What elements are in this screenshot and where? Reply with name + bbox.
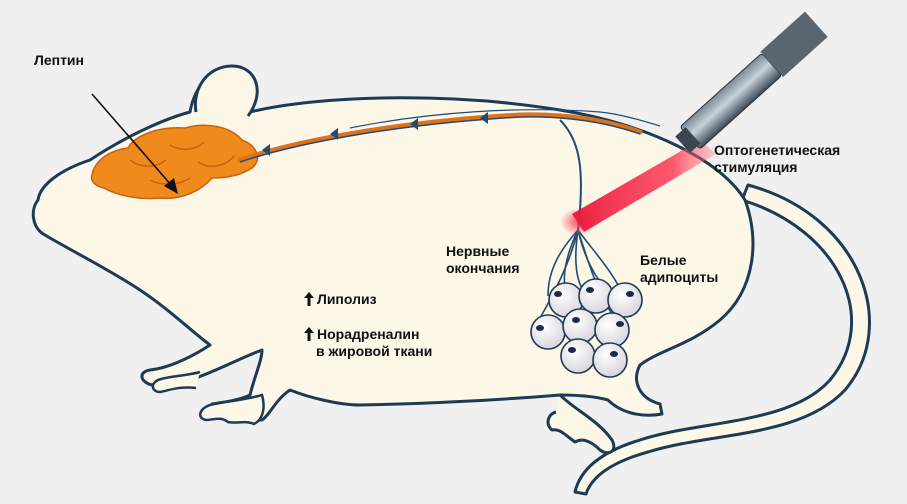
nerve-endings-label-line2: окончания <box>446 260 520 277</box>
lipolysis-text: Липолиз <box>317 291 377 307</box>
fat-cell <box>595 313 629 347</box>
up-arrow-icon <box>304 327 314 341</box>
fat-cell <box>561 339 595 373</box>
fat-cell <box>563 309 597 343</box>
noradrenaline-text-line1: Норадреналин <box>317 326 419 342</box>
adipocytes-label-line2: адипоциты <box>640 269 718 286</box>
mouse-ear <box>195 66 257 116</box>
adipocytes-label-line1: Белые <box>640 252 718 269</box>
nerve-endings-label-line1: Нервные <box>446 243 520 260</box>
up-arrow-icon <box>304 292 314 306</box>
optogenetic-label-line2: стимуляция <box>714 159 840 176</box>
laser-emitter-icon <box>671 12 828 158</box>
optogenetic-label: Оптогенетическая стимуляция <box>714 142 840 176</box>
mouse-body <box>33 70 753 420</box>
noradrenaline-text-line2: в жировой ткани <box>304 343 432 360</box>
nerve-endings-label: Нервные окончания <box>446 243 520 277</box>
noradrenaline-label: Норадреналин в жировой ткани <box>304 326 432 360</box>
fat-cell <box>608 283 642 317</box>
leptin-label: Лептин <box>34 52 84 69</box>
adipocytes-label: Белые адипоциты <box>640 252 718 286</box>
optogenetic-label-line1: Оптогенетическая <box>714 142 840 159</box>
fat-cell <box>593 343 627 377</box>
fat-cell <box>531 315 565 349</box>
mouse-hind-paw <box>548 395 614 453</box>
lipolysis-label: Липолиз <box>304 291 377 308</box>
